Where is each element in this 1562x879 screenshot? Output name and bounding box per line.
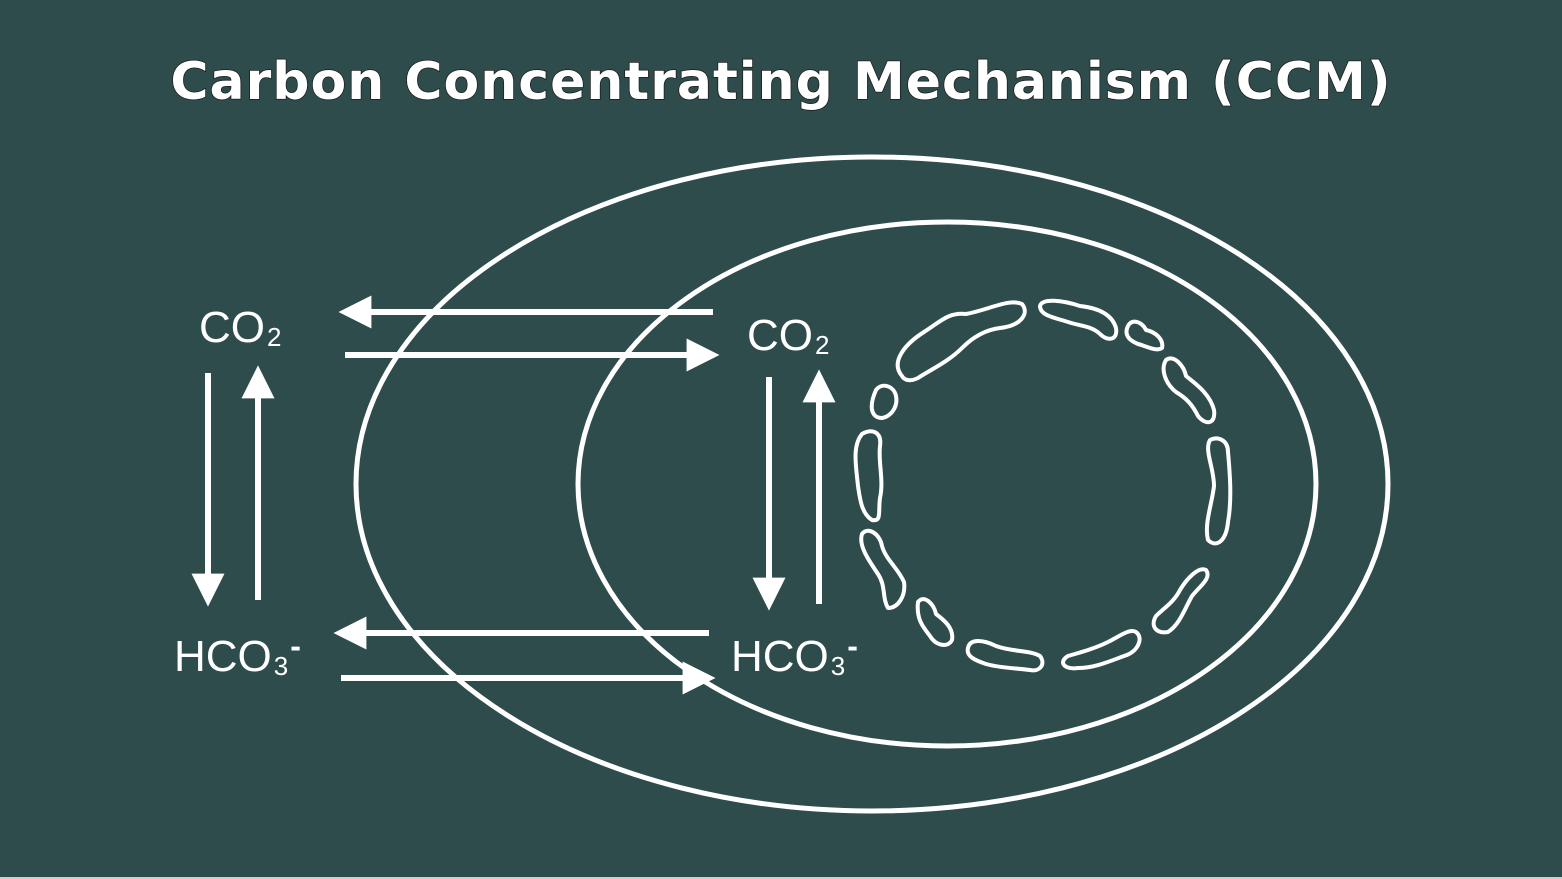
starch-plate <box>965 639 1045 673</box>
outside-co2-label: CO2 <box>199 303 282 352</box>
starch-plate <box>1038 298 1119 341</box>
inner-membrane <box>575 219 1319 749</box>
hco3-base: HCO <box>174 632 272 681</box>
starch-plate <box>869 383 899 420</box>
hco3-base: HCO <box>731 632 829 681</box>
co2-subscript: 2 <box>267 322 282 352</box>
inside-co2-label: CO2 <box>747 311 830 360</box>
starch-plate <box>1151 567 1210 635</box>
hco3-subscript: 3 <box>830 651 846 681</box>
hco3-charge: - <box>847 628 858 664</box>
bottom-border <box>0 877 1562 879</box>
inside-hco3-label: HCO3- <box>731 630 858 681</box>
co2-subscript: 2 <box>815 330 830 360</box>
hco3-charge: - <box>290 628 301 664</box>
starch-plate <box>895 300 1027 383</box>
outside-hco3-label: HCO3- <box>174 630 301 681</box>
diagram-title: Carbon Concentrating Mechanism (CCM) <box>170 51 1392 113</box>
pyrenoid-starch-sheath <box>853 298 1233 673</box>
hco3-subscript: 3 <box>273 651 289 681</box>
starch-plate <box>1061 629 1142 671</box>
starch-plate <box>859 528 907 610</box>
co2-base: CO <box>747 311 813 360</box>
starch-plate <box>853 429 884 523</box>
starch-plate <box>1204 436 1233 546</box>
starch-plate <box>1161 356 1217 425</box>
co2-base: CO <box>199 303 265 352</box>
starch-plate <box>1124 319 1165 352</box>
outer-membrane <box>353 154 1391 814</box>
starch-plate <box>915 597 955 647</box>
